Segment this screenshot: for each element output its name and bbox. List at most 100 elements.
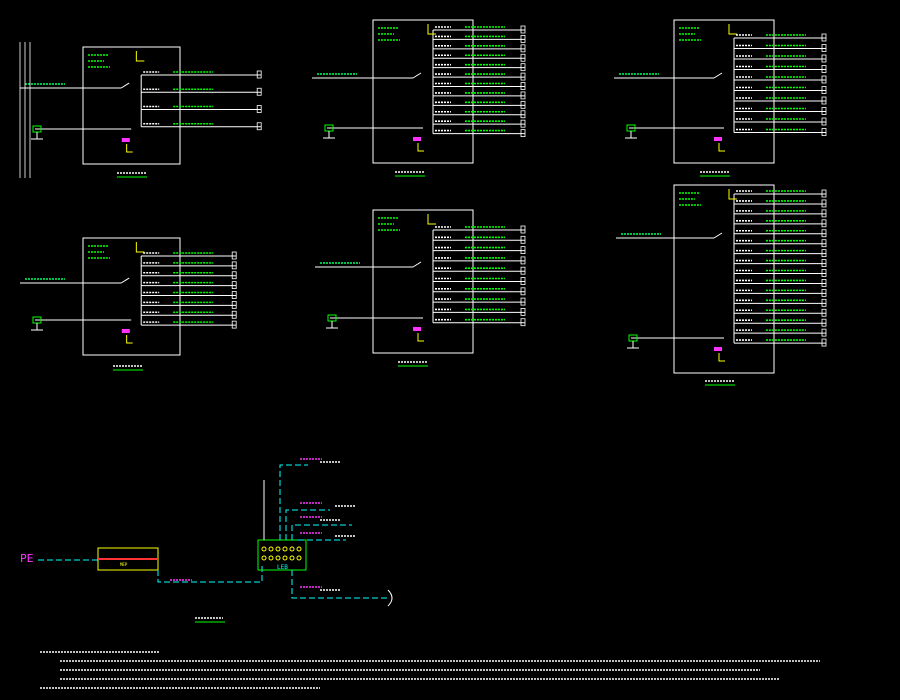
- main-breaker-symbol: [412, 261, 422, 268]
- circuit-number-box: [231, 310, 237, 319]
- circuit-number-box: [821, 44, 827, 52]
- panel-p6: [616, 184, 827, 386]
- drawing-notes: [40, 650, 880, 686]
- mep-to-leb-link: [157, 565, 263, 583]
- pe-label: PE: [20, 552, 34, 565]
- circuit-number-box: [520, 35, 526, 43]
- panel-p4: [20, 237, 237, 371]
- notes-line-4: [40, 677, 880, 686]
- circuit-number-box: [256, 70, 262, 79]
- panel-frame: [673, 19, 775, 164]
- circuit-number-box: [520, 110, 526, 119]
- circuit-number-box: [821, 86, 827, 94]
- circuit-number-box: [821, 229, 827, 238]
- circuit-number-box: [520, 53, 526, 62]
- circuit-number-box: [821, 318, 827, 327]
- leb-branch-3: [291, 524, 352, 540]
- circuit-number-box: [821, 259, 827, 267]
- panel-p5: [315, 209, 526, 367]
- circuit-number-box: [821, 33, 827, 42]
- leb-branch-1: [279, 464, 308, 540]
- neutral-tag: [126, 335, 133, 344]
- circuit-number-box: [821, 308, 827, 317]
- circuit-number-box: [821, 328, 827, 337]
- equipotential-grounding-diagram: MEP LEB: [38, 458, 393, 623]
- circuit-number-box: [520, 63, 526, 72]
- circuit-number-box: [520, 119, 526, 128]
- leb-terminal: [282, 546, 288, 552]
- panel-frame: [673, 184, 775, 374]
- circuit-number-box: [520, 266, 526, 275]
- circuit-number-box: [520, 246, 526, 255]
- main-breaker-symbol: [713, 232, 723, 239]
- leb-label: LEB: [277, 564, 288, 571]
- circuit-number-box: [821, 96, 827, 105]
- magenta-marker: [413, 327, 421, 331]
- leb-terminal: [275, 555, 281, 561]
- magenta-marker: [413, 137, 421, 141]
- leb-terminal: [268, 546, 274, 552]
- leb-branch-2: [285, 509, 330, 540]
- busbar-tag: [728, 189, 737, 200]
- magenta-marker: [121, 138, 130, 142]
- panel-frame: [82, 46, 181, 165]
- circuit-number-box: [821, 75, 827, 84]
- circuit-number-box: [231, 271, 237, 280]
- mep-label: MEP: [120, 562, 128, 567]
- main-breaker-symbol: [120, 82, 130, 89]
- leb-terminal: [296, 546, 302, 552]
- circuit-number-box: [231, 261, 237, 270]
- circuit-number-box: [821, 209, 827, 218]
- circuit-number-box: [821, 65, 827, 73]
- leb-terminal: [289, 546, 295, 552]
- busbar-tag: [427, 214, 436, 225]
- circuit-number-box: [520, 287, 526, 296]
- main-breaker-symbol: [713, 72, 723, 79]
- notes-line-2: [40, 659, 880, 668]
- cable-end-mark: [387, 589, 393, 607]
- circuit-number-box: [520, 225, 526, 234]
- circuit-number-box: [821, 269, 827, 277]
- notes-line-3: [40, 668, 880, 677]
- panel-p1: [20, 46, 262, 178]
- circuit-number-box: [256, 122, 262, 131]
- leb-box: [257, 539, 307, 571]
- circuit-number-box: [520, 307, 526, 316]
- panel-frame: [372, 19, 474, 164]
- leb-terminal: [268, 555, 274, 561]
- circuit-number-box: [231, 251, 237, 260]
- circuit-number-box: [821, 298, 827, 307]
- busbar-tag: [135, 51, 145, 62]
- circuit-number-box: [821, 199, 827, 208]
- leb-terminal: [289, 555, 295, 561]
- circuit-number-box: [821, 189, 827, 198]
- leb-terminal: [275, 546, 281, 552]
- circuit-number-box: [231, 300, 237, 309]
- circuit-number-box: [231, 320, 237, 329]
- circuit-number-box: [520, 297, 526, 306]
- circuit-number-box: [520, 129, 526, 137]
- circuit-number-box: [256, 105, 262, 113]
- neutral-tag: [126, 144, 133, 153]
- circuit-number-box: [520, 91, 526, 100]
- neutral-tag: [417, 143, 424, 152]
- notes-line-1: [40, 650, 880, 659]
- notes-strokes: [40, 651, 820, 689]
- circuit-number-box: [821, 239, 827, 248]
- riser-lines: [19, 42, 31, 178]
- circuit-number-box: [520, 25, 526, 34]
- circuit-number-box: [520, 44, 526, 53]
- leb-terminal: [261, 555, 267, 561]
- circuit-number-box: [256, 87, 262, 96]
- circuit-number-box: [520, 318, 526, 327]
- circuit-number-box: [821, 219, 827, 228]
- circuit-number-box: [821, 128, 827, 136]
- circuit-number-box: [520, 235, 526, 244]
- neutral-tag: [417, 333, 424, 342]
- circuit-number-box: [520, 277, 526, 285]
- magenta-marker: [121, 329, 130, 333]
- circuit-number-box: [821, 117, 827, 126]
- circuit-number-box: [231, 291, 237, 299]
- distribution-panels: [19, 19, 827, 386]
